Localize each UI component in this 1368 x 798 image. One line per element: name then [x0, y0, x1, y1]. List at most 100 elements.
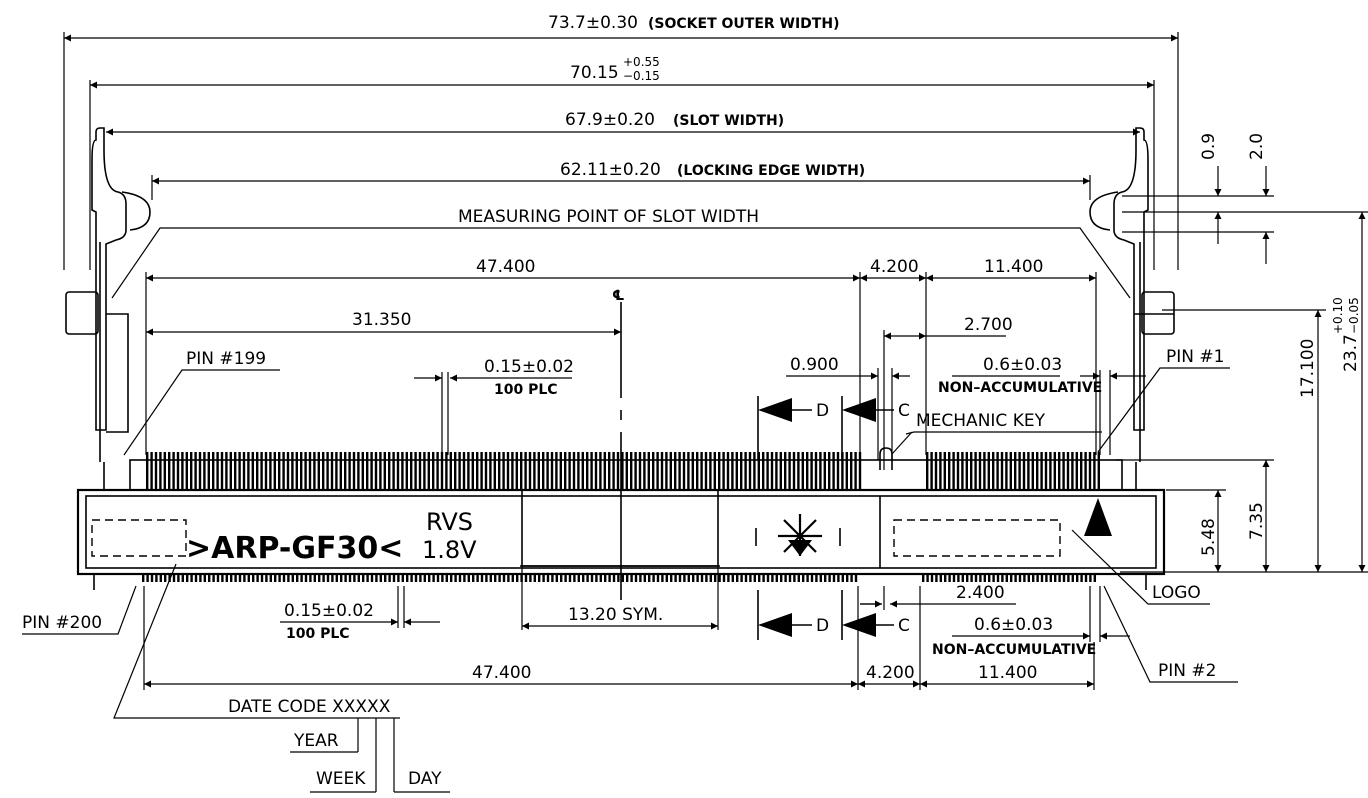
contact-pin	[648, 574, 651, 582]
contact-pin	[762, 574, 765, 582]
dim-overall: 70.15 +0.55 −0.15	[89, 55, 1155, 270]
contact-pin	[594, 452, 598, 490]
contact-pin	[278, 574, 281, 582]
contact-pin	[414, 452, 417, 490]
contact-pin	[533, 452, 536, 490]
contact-pin	[996, 452, 999, 490]
contact-pin	[344, 574, 347, 582]
contact-pin	[370, 452, 373, 490]
contact-pin	[683, 574, 686, 582]
contact-pin	[1049, 574, 1052, 582]
contact-pin	[528, 452, 532, 490]
contact-pin	[229, 452, 232, 490]
contact-pin	[150, 452, 153, 490]
slot-note: (SLOT WIDTH)	[673, 113, 784, 129]
right-dims: 0.9 2.0 17.100 23.7 +0.10 −0.05 7.35 5.4…	[1116, 133, 1368, 573]
contact-pin	[727, 574, 730, 582]
contact-pin	[230, 574, 233, 582]
contact-pin	[810, 574, 814, 582]
contact-pin	[216, 574, 220, 582]
contact-pin	[988, 574, 991, 582]
slot-value: 67.9±0.20	[565, 110, 655, 130]
contact-pin	[194, 574, 198, 582]
contact-pin	[771, 574, 774, 582]
contact-pin	[551, 574, 554, 582]
contact-pin	[1093, 574, 1096, 582]
contact-pin	[1076, 574, 1079, 582]
contact-pin	[744, 452, 747, 490]
contact-pin	[480, 574, 484, 582]
contact-pin	[441, 574, 444, 582]
contact-pin	[841, 452, 844, 490]
contact-pin	[190, 452, 193, 490]
contact-pin	[379, 574, 382, 582]
contact-pin	[948, 452, 951, 490]
contact-pin	[766, 574, 770, 582]
contact-pin	[243, 574, 246, 582]
contact-pin	[784, 574, 787, 582]
pin200-label: PIN #200	[22, 613, 102, 633]
contact-pin	[740, 452, 743, 490]
contact-pin	[965, 452, 968, 490]
contact-pin	[168, 452, 171, 490]
contact-pin	[225, 574, 228, 582]
contact-pin	[836, 452, 840, 490]
contact-pin	[669, 452, 672, 490]
contact-pin	[436, 452, 439, 490]
contact-pin	[670, 574, 673, 582]
contact-pin	[506, 452, 510, 490]
contact-pin	[344, 452, 347, 490]
contact-pin	[1053, 452, 1056, 490]
contact-pin	[604, 574, 607, 582]
contact-pin	[348, 452, 351, 490]
contact-pin	[220, 452, 224, 490]
contact-pin	[735, 452, 738, 490]
plc-bot: 100 PLC	[286, 626, 350, 642]
contact-pin	[538, 574, 541, 582]
contact-pin	[1005, 574, 1008, 582]
contact-pin	[599, 574, 602, 582]
contact-pin	[445, 452, 448, 490]
pitch-top-value: 0.6±0.03	[983, 355, 1062, 375]
contact-pin	[308, 452, 312, 490]
contact-pin	[939, 574, 942, 582]
contact-pin	[388, 574, 391, 582]
contact-pin	[515, 452, 518, 490]
centerline: ℄	[612, 288, 625, 600]
h-23-7-value: 23.7	[1341, 334, 1361, 372]
contact-pin	[423, 574, 426, 582]
contact-pin	[392, 574, 396, 582]
overall-tol-minus: −0.15	[623, 69, 660, 83]
contact-pin	[1014, 574, 1017, 582]
contact-pin	[665, 574, 668, 582]
contact-pin	[234, 574, 237, 582]
contact-pin	[353, 574, 356, 582]
measuring-point: MEASURING POINT OF SLOT WIDTH	[111, 207, 1131, 299]
contact-pin	[511, 452, 514, 490]
contact-pin	[568, 452, 571, 490]
contact-pin	[691, 452, 694, 490]
contact-pin	[753, 574, 756, 582]
contact-pin	[564, 452, 567, 490]
contact-pin	[1005, 452, 1008, 490]
contact-pin	[172, 452, 175, 490]
contact-pin	[1071, 574, 1074, 582]
contact-pin	[484, 452, 488, 490]
contact-pin	[273, 452, 276, 490]
measuring-point-label: MEASURING POINT OF SLOT WIDTH	[458, 207, 759, 227]
contact-pin	[203, 452, 206, 490]
contact-pin	[291, 452, 294, 490]
contact-pin	[163, 452, 166, 490]
contact-pin	[282, 574, 286, 582]
week-label: WEEK	[316, 769, 366, 789]
contact-pin	[956, 452, 960, 490]
contact-pin	[854, 452, 857, 490]
contact-pin	[1040, 452, 1043, 490]
logo-label: LOGO	[1152, 583, 1201, 603]
contact-pin	[957, 574, 960, 582]
contact-pin	[199, 574, 202, 582]
contact-pin	[467, 574, 470, 582]
contact-pin	[322, 574, 325, 582]
top-47-value: 47.400	[476, 257, 535, 277]
contact-pin	[1018, 452, 1021, 490]
